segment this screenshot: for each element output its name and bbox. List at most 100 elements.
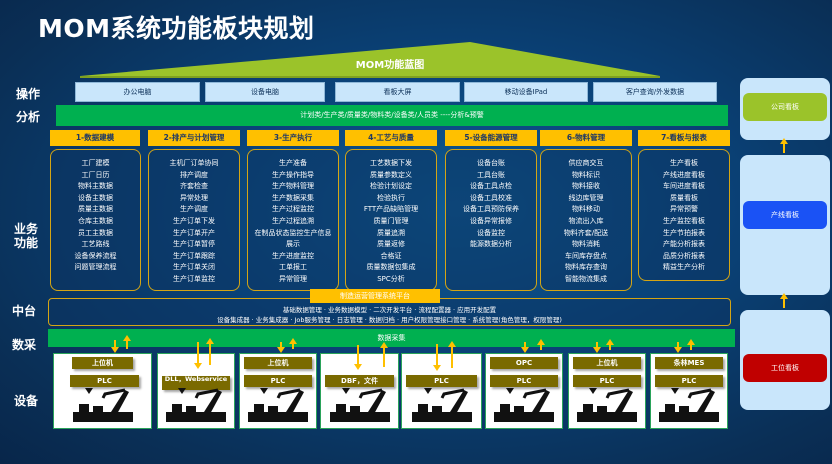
list-item: 精益生产分析 — [663, 263, 705, 272]
ops-big-screen[interactable]: 看板大屏 — [335, 82, 460, 102]
list-item: 生产操作指导 — [272, 170, 314, 179]
list-item: 物流出入库 — [568, 216, 604, 225]
row-label-business: 业务 功能 — [13, 222, 38, 250]
list-item: 工具台账 — [477, 170, 505, 179]
arrow-up-icon — [448, 341, 456, 368]
robot-arm-icon — [248, 388, 308, 422]
list-item: 异常处理 — [180, 193, 208, 202]
ops-mobile-ipad[interactable]: 移动设备IPad — [464, 82, 588, 102]
list-item: 工厂日历 — [81, 170, 110, 179]
list-item: 设备保养流程 — [74, 251, 117, 260]
list-item: 生产物料管理 — [272, 182, 314, 191]
device-tag: OPC — [490, 357, 558, 369]
list-item: 质量参数定义 — [370, 170, 412, 179]
device-tag: 上位机 — [72, 357, 133, 369]
ops-customer-query[interactable]: 客户查询/外发数据 — [593, 82, 717, 102]
list-item: 齐套检查 — [180, 182, 208, 191]
list-item: 设备异常报修 — [470, 216, 512, 225]
robot-arm-icon — [577, 388, 637, 422]
row-label-daq: 数采 — [11, 338, 36, 352]
device-card-8[interactable]: 条林MES PLC — [650, 353, 728, 429]
list-item: 检验执行 — [377, 193, 405, 202]
list-item: 异常预警 — [670, 205, 698, 214]
arrow-up-icon — [606, 339, 614, 350]
device-tag: PLC — [70, 375, 139, 387]
device-card-3[interactable]: 上位机 PLC — [239, 353, 317, 429]
arrow-up-icon — [206, 338, 214, 365]
list-item: 工艺数据下发 — [370, 159, 412, 167]
module-header-execution[interactable]: 3-生产执行 — [247, 130, 339, 146]
robot-arm-icon — [329, 388, 390, 422]
list-item: 质量追溯 — [377, 228, 405, 237]
list-item: 质量主数据 — [78, 205, 113, 214]
station-board-button[interactable]: 工位看板 — [743, 354, 827, 382]
line-board-button[interactable]: 产线看板 — [743, 201, 827, 229]
list-item: 物料标识 — [572, 170, 600, 179]
company-board-button[interactable]: 公司看板 — [743, 93, 827, 121]
robot-arm-icon — [411, 388, 472, 422]
row-label-devices: 设备 — [13, 394, 38, 408]
list-item: 生产调度 — [180, 205, 208, 214]
device-tag: DLL，Webservice — [162, 376, 230, 390]
module-header-scheduling[interactable]: 2-排产与计划管理 — [148, 130, 240, 146]
list-item: 物料接收 — [572, 182, 600, 191]
middle-platform — [48, 298, 731, 326]
device-card-5[interactable]: PLC — [401, 353, 482, 429]
module-body-boards: 生产看板 产线进度看板 车间进度看板 质量看板 异常预警 生产监控看板 生产节拍… — [638, 149, 730, 281]
list-item: 问题管理流程 — [74, 263, 117, 272]
board-panel-line: 产线看板 — [740, 155, 830, 295]
arrow-down-icon — [194, 342, 202, 369]
list-item: 生产进度监控 — [272, 251, 314, 260]
list-item: 生产订单开产 — [173, 228, 215, 237]
platform-badge: 制造运营管理系统平台 — [310, 289, 440, 303]
module-header-data-modeling[interactable]: 1-数据建模 — [50, 130, 140, 146]
blueprint-label: MOM功能蓝图 — [355, 60, 425, 71]
module-header-material[interactable]: 6-物料管理 — [540, 130, 632, 146]
list-item: 物料移动 — [572, 205, 600, 214]
analysis-bar: 计划类/生产类/质量类/物料类/设备类/人员类 ----分析&预警 — [56, 105, 728, 126]
data-acquisition-bar: 数据采集 — [48, 329, 735, 347]
list-item: FTT产品缺陷管理 — [363, 205, 419, 214]
module-header-equipment[interactable]: 5-设备能源管理 — [445, 130, 537, 146]
device-tag: PLC — [573, 375, 641, 387]
page-title: MOM系统功能板块规划 — [38, 14, 315, 43]
arrow-up-icon — [537, 339, 545, 350]
row-label-middle: 中台 — [11, 304, 36, 318]
blueprint-pyramid — [80, 42, 660, 78]
device-tag: 上位机 — [244, 357, 312, 369]
list-item: 车间库存盘点 — [565, 251, 607, 260]
list-item: 物料消耗 — [572, 240, 600, 249]
robot-arm-icon — [494, 388, 554, 422]
list-item: 工艺路线 — [81, 240, 110, 249]
list-item: 合格证 — [380, 251, 402, 260]
list-item: 车间进度看板 — [663, 182, 705, 191]
module-header-boards[interactable]: 7-看板与报表 — [638, 130, 730, 146]
device-card-7[interactable]: 上位机 PLC — [568, 353, 646, 429]
module-body-quality: 工艺数据下发 质量参数定义 检验计划设定 检验执行 FTT产品缺陷管理 质量门管… — [345, 149, 437, 291]
list-item: 生产节拍报表 — [663, 228, 705, 237]
list-item: 设备工具预防保养 — [463, 205, 519, 214]
list-item: 物料主数据 — [78, 182, 113, 191]
board-panel-station: 工位看板 — [740, 310, 830, 410]
device-tag: PLC — [244, 375, 312, 387]
ops-office-pc[interactable]: 办公电脑 — [75, 82, 200, 102]
device-tag: PLC — [406, 375, 477, 387]
device-card-2[interactable]: DLL，Webservice — [157, 353, 235, 429]
device-tag: 条林MES — [655, 357, 723, 369]
device-tag: PLC — [490, 375, 558, 387]
list-item: 供应商交互 — [568, 159, 604, 167]
list-item: 生产监控看板 — [663, 216, 705, 225]
robot-arm-icon — [166, 388, 226, 422]
module-header-quality[interactable]: 4-工艺与质量 — [345, 130, 437, 146]
list-item: 生产过程追溯 — [272, 216, 314, 225]
list-item: 产线进度看板 — [663, 170, 705, 179]
arrow-down-icon — [593, 342, 601, 353]
arrow-down-icon — [111, 340, 119, 353]
device-card-1[interactable]: 上位机 PLC — [53, 353, 152, 429]
arrow-up-icon — [380, 342, 388, 367]
ops-device-pc[interactable]: 设备电脑 — [205, 82, 325, 102]
list-item: 物料齐套/配送 — [563, 228, 609, 237]
list-item: 设备工具校准 — [470, 193, 512, 202]
module-body-data-modeling: 工厂建模 工厂日历 物料主数据 设备主数据 质量主数据 仓库主数据 员工主数据 … — [50, 149, 141, 291]
device-card-6[interactable]: OPC PLC — [485, 353, 563, 429]
